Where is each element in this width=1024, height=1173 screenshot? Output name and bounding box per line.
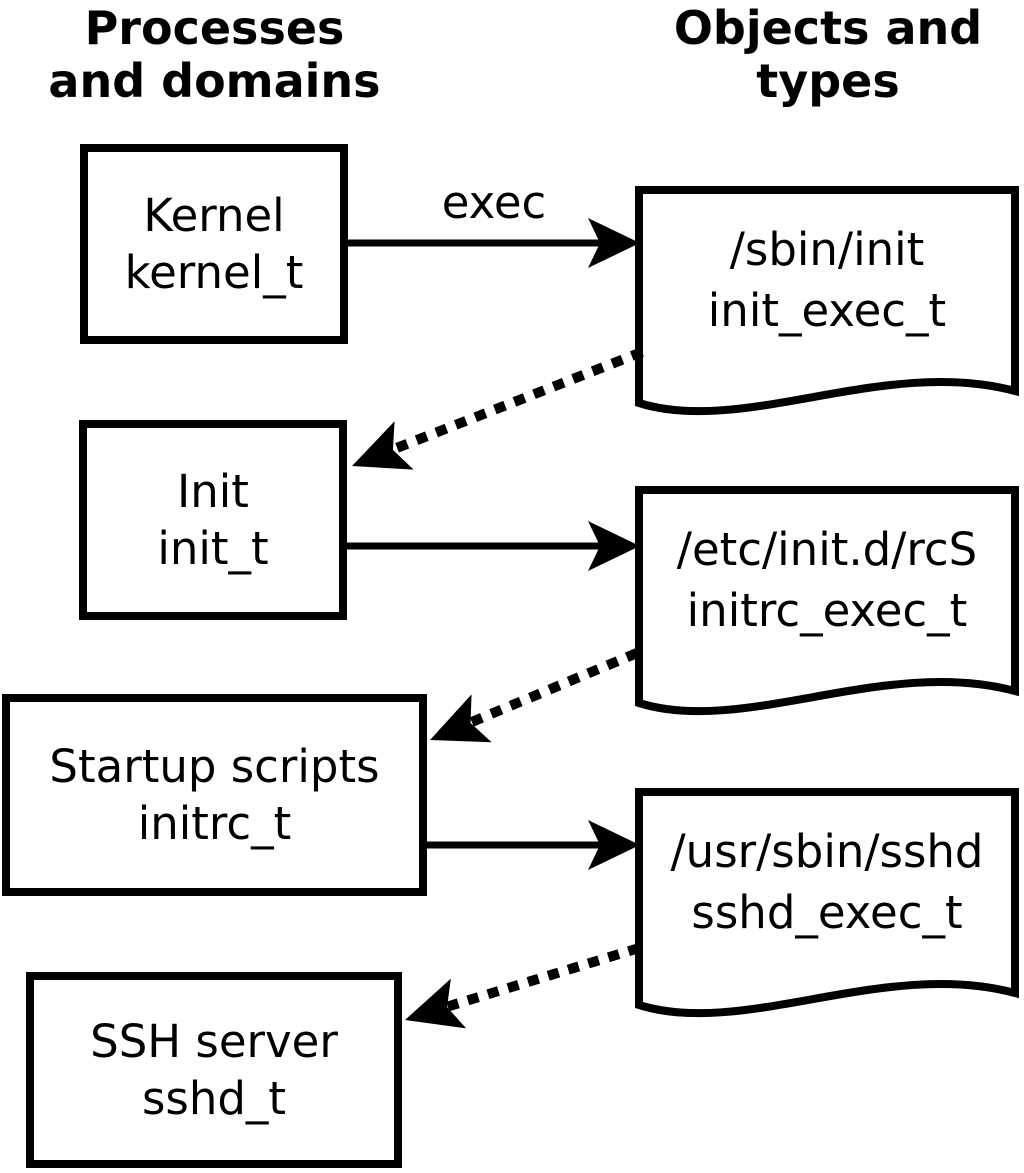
object-label-etc-initd-rcs: /etc/init.d/rcS initrc_exec_t	[639, 519, 1015, 641]
arrowhead-icon	[430, 694, 492, 743]
process-type: sshd_t	[141, 1072, 287, 1125]
object-type: init_exec_t	[707, 284, 947, 337]
object-path: /sbin/init	[729, 223, 925, 276]
arrowhead-icon	[588, 820, 640, 870]
transition-arrow-to-init	[352, 347, 644, 470]
process-box-ssh-server: SSH server sshd_t	[26, 972, 402, 1168]
object-label-sbin-init: /sbin/init init_exec_t	[639, 219, 1015, 341]
object-doc-init-exec	[635, 186, 1019, 416]
exec-arrow-init-to-rcs	[345, 521, 640, 571]
arrowhead-icon	[352, 421, 414, 470]
transition-arrow-to-initrc	[430, 648, 639, 743]
column-header-objects: Objects and types	[673, 1, 983, 108]
process-name: Startup scripts	[49, 740, 380, 793]
arrowhead-icon	[405, 978, 467, 1029]
process-type: kernel_t	[124, 246, 304, 299]
process-type: initrc_t	[137, 797, 292, 850]
process-box-startup-scripts: Startup scripts initrc_t	[2, 694, 427, 896]
process-name: SSH server	[90, 1015, 338, 1068]
process-box-init: Init init_t	[79, 420, 347, 620]
exec-arrow-kernel-to-sbin-init	[346, 218, 640, 268]
object-label-usr-sbin-sshd: /usr/sbin/sshd sshd_exec_t	[639, 821, 1015, 943]
object-path: /usr/sbin/sshd	[670, 825, 984, 878]
column-header-processes: Processes and domains	[48, 1, 381, 108]
object-doc-sshd-exec	[635, 788, 1019, 1018]
process-type: init_t	[157, 522, 269, 575]
process-box-kernel: Kernel kernel_t	[80, 144, 348, 344]
object-path: /etc/init.d/rcS	[676, 523, 978, 576]
object-doc-initrc-exec	[635, 486, 1019, 716]
exec-arrow-label: exec	[441, 176, 547, 229]
process-name: Kernel	[143, 189, 285, 242]
arrowhead-icon	[588, 218, 640, 268]
object-type: initrc_exec_t	[686, 584, 968, 637]
object-type: sshd_exec_t	[691, 886, 963, 939]
transition-arrow-to-sshd	[405, 943, 641, 1029]
exec-arrow-initrc-to-sshd	[425, 820, 640, 870]
process-name: Init	[177, 465, 249, 518]
arrowhead-icon	[588, 521, 640, 571]
